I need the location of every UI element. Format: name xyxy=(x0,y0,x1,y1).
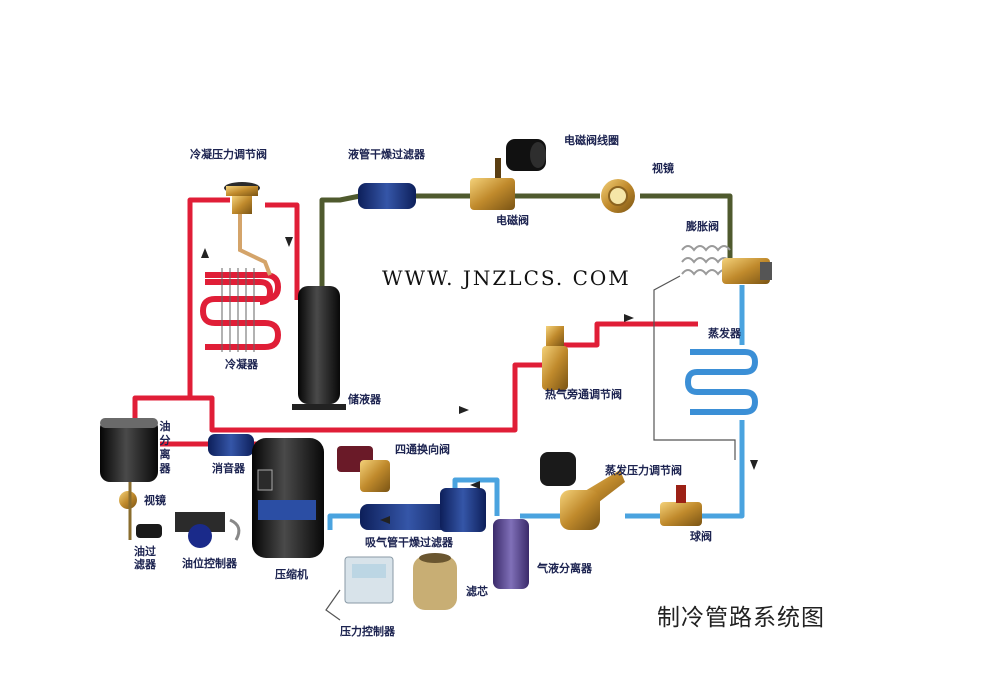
capillary-lines xyxy=(325,275,736,621)
label-pressure-controller: 压力控制器 xyxy=(340,625,395,638)
gas-liquid-separator xyxy=(493,519,529,589)
suction-filter-drier xyxy=(360,488,486,532)
compressor xyxy=(252,438,324,558)
label-sight-glass-top: 视镜 xyxy=(652,162,674,175)
pressure-controller xyxy=(344,556,394,604)
label-condensing-pressure-valve: 冷凝压力调节阀 xyxy=(190,148,267,161)
label-ball-valve: 球阀 xyxy=(690,530,712,543)
sight-glass-top xyxy=(601,179,635,213)
receiver-tank xyxy=(292,286,346,410)
label-suction-filter: 吸气管干燥过滤器 xyxy=(365,536,453,549)
four-way-valve xyxy=(337,446,390,492)
solenoid-coil xyxy=(506,139,546,171)
label-receiver: 储液器 xyxy=(348,393,381,406)
solenoid-valve xyxy=(470,158,515,210)
label-evaporator: 蒸发器 xyxy=(708,327,741,340)
condenser-pipe xyxy=(238,212,272,276)
discharge-line xyxy=(132,197,698,447)
oil-level-controller xyxy=(175,512,241,548)
suction-line xyxy=(327,285,745,530)
sight-glass-oil xyxy=(119,482,137,540)
filter-core xyxy=(413,553,457,610)
label-oil-separator: 油分离器 xyxy=(159,420,171,475)
label-evaporator-pressure-valve: 蒸发压力调节阀 xyxy=(605,464,682,477)
condenser-coil xyxy=(199,272,282,350)
label-solenoid-coil: 电磁阀线圈 xyxy=(564,134,619,147)
evaporator-pressure-valve xyxy=(540,452,625,530)
condensing-pressure-valve xyxy=(224,182,260,214)
label-condenser: 冷凝器 xyxy=(225,358,258,371)
oil-filter xyxy=(136,524,162,538)
label-gas-liquid-separator: 气液分离器 xyxy=(537,562,592,575)
liquid-line xyxy=(319,193,600,300)
label-hot-gas-bypass-valve: 热气旁通调节阀 xyxy=(545,388,622,401)
condenser-fins xyxy=(221,268,255,352)
diagram-title: 制冷管路系统图 xyxy=(657,605,825,631)
label-oil-filter: 油过滤器 xyxy=(134,545,156,571)
label-compressor: 压缩机 xyxy=(275,568,308,581)
hot-gas-bypass-valve xyxy=(542,326,568,390)
liquid-line-right xyxy=(640,193,733,262)
label-filter-core: 滤芯 xyxy=(466,585,488,598)
watermark: WWW. JNZLCS. COM xyxy=(382,266,631,290)
ball-valve xyxy=(660,485,702,526)
label-liquid-line-filter: 液管干燥过滤器 xyxy=(348,148,425,161)
muffler xyxy=(208,434,254,456)
oil-separator xyxy=(100,418,158,482)
label-oil-level-controller: 油位控制器 xyxy=(182,557,237,570)
liquid-line-filter-drier xyxy=(358,183,416,209)
label-expansion-valve: 膨胀阀 xyxy=(686,220,719,233)
label-four-way-valve: 四通换向阀 xyxy=(395,443,450,456)
label-solenoid-valve: 电磁阀 xyxy=(496,214,529,227)
expansion-valve xyxy=(681,245,772,284)
label-muffler: 消音器 xyxy=(212,462,245,475)
label-sight-glass-oil: 视镜 xyxy=(144,494,166,507)
evaporator-coil xyxy=(684,349,759,415)
flow-arrows xyxy=(201,237,758,524)
